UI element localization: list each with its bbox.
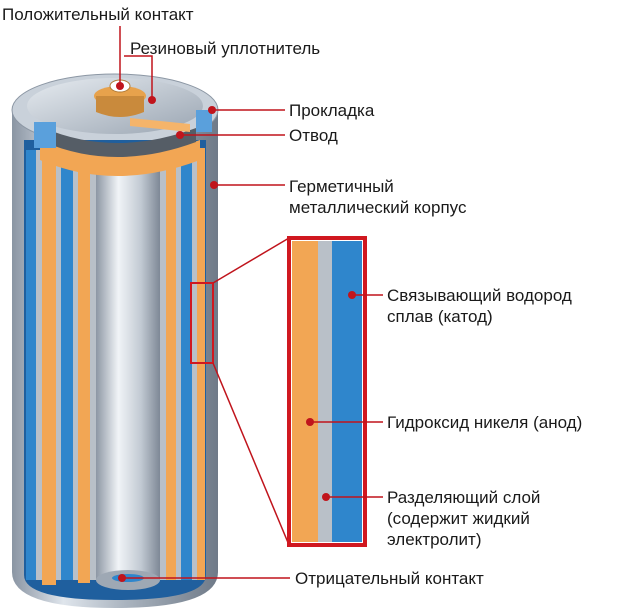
label-sealed-case-line1: Герметичный (289, 177, 394, 196)
leader-dots (116, 82, 356, 582)
label-rubber-seal: Резиновый уплотнитель (130, 39, 321, 58)
leader-lines (119, 26, 383, 579)
label-separator-line3: электролит) (387, 530, 482, 549)
label-separator: Разделяющий слой (содержит жидкий электр… (387, 487, 540, 550)
label-negative-contact: Отрицательный контакт (295, 569, 484, 588)
label-separator-line1: Разделяющий слой (387, 488, 541, 507)
frame-connector-top (212, 237, 290, 284)
label-sealed-case: Герметичный металлический корпус (289, 176, 466, 218)
highlight-frame-small (190, 282, 214, 364)
label-sealed-case-line2: металлический корпус (289, 198, 467, 217)
top-assembly (34, 79, 212, 176)
label-positive-contact: Положительный контакт (2, 5, 194, 24)
leader-rubber-seal (124, 55, 153, 100)
label-cathode: Связывающий водород сплав (катод) (387, 285, 572, 327)
frame-connector-bottom (212, 362, 290, 546)
label-lead: Отвод (289, 126, 338, 145)
cutaway-interior (24, 140, 206, 600)
label-cathode-line1: Связывающий водород (387, 286, 572, 305)
label-anode: Гидроксид никеля (анод) (387, 413, 583, 432)
label-cathode-line2: сплав (катод) (387, 307, 493, 326)
label-gasket: Прокладка (289, 101, 375, 120)
label-separator-line2: (содержит жидкий (387, 509, 530, 528)
